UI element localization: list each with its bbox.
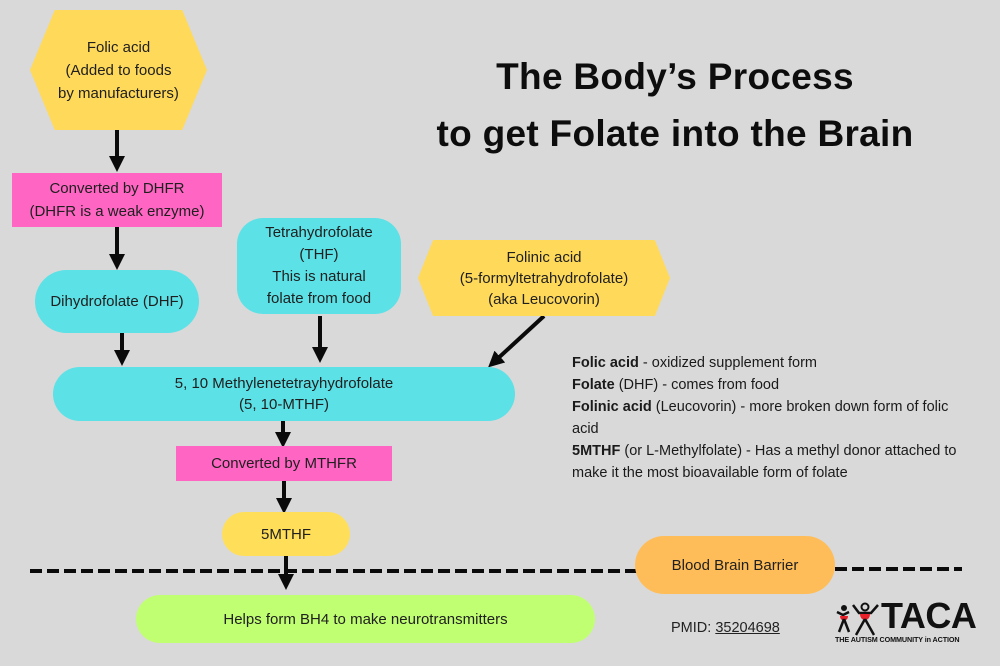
legend-term: Folic acid — [572, 355, 639, 371]
legend-term: Folinic acid — [572, 399, 652, 415]
node-bh4-neurotransmitters: Helps form BH4 to make neurotransmitters — [136, 595, 595, 643]
legend-desc: (DHF) - comes from food — [614, 377, 780, 393]
legend: Folic acid - oxidized supplement form Fo… — [572, 352, 962, 484]
legend-desc: (Leucovorin) - more broken down form of … — [572, 399, 949, 437]
node-tetrahydrofolate: Tetrahydrofolate (THF) This is natural f… — [237, 218, 401, 314]
node-dihydrofolate: Dihydrofolate (DHF) — [35, 270, 199, 333]
people-figures-icon — [836, 602, 879, 636]
taca-logo: TACA THE AUTISM COMMUNITY in ACTION — [835, 596, 985, 650]
legend-desc: - oxidized supplement form — [638, 355, 817, 371]
legend-desc: (or L-Methylfolate) - Has a methyl donor… — [572, 443, 957, 481]
citation-label: PMID: — [671, 620, 716, 636]
legend-item: Folic acid - oxidized supplement form — [572, 352, 962, 374]
node-folic-acid: Folic acid (Added to foods by manufactur… — [30, 10, 207, 130]
node-converted-by-mthfr: Converted by MTHFR — [176, 446, 392, 481]
node-methylenetetrahydrofolate: 5, 10 Methylenetetrayhydrofolate (5, 10-… — [53, 367, 515, 421]
legend-item: Folinic acid (Leucovorin) - more broken … — [572, 396, 962, 440]
citation: PMID: 35204698 — [671, 620, 780, 636]
taca-wordmark: TACA — [881, 595, 977, 636]
legend-item: Folate (DHF) - comes from food — [572, 374, 962, 396]
citation-pmid-link[interactable]: 35204698 — [715, 620, 780, 636]
node-folinic-acid: Folinic acid (5-formyltetrahydrofolate) … — [418, 240, 670, 316]
legend-term: 5MTHF — [572, 443, 621, 459]
node-blood-brain-barrier: Blood Brain Barrier — [635, 536, 835, 594]
node-converted-by-dhfr: Converted by DHFR (DHFR is a weak enzyme… — [12, 173, 222, 227]
node-5mthf: 5MTHF — [222, 512, 350, 556]
arrow-folinic-to-mthf10 — [488, 314, 546, 368]
taca-tagline: THE AUTISM COMMUNITY in ACTION — [835, 635, 960, 644]
legend-item: 5MTHF (or L-Methylfolate) - Has a methyl… — [572, 440, 962, 484]
page-title: The Body’s Process to get Folate into th… — [436, 56, 914, 154]
legend-term: Folate — [572, 377, 615, 393]
